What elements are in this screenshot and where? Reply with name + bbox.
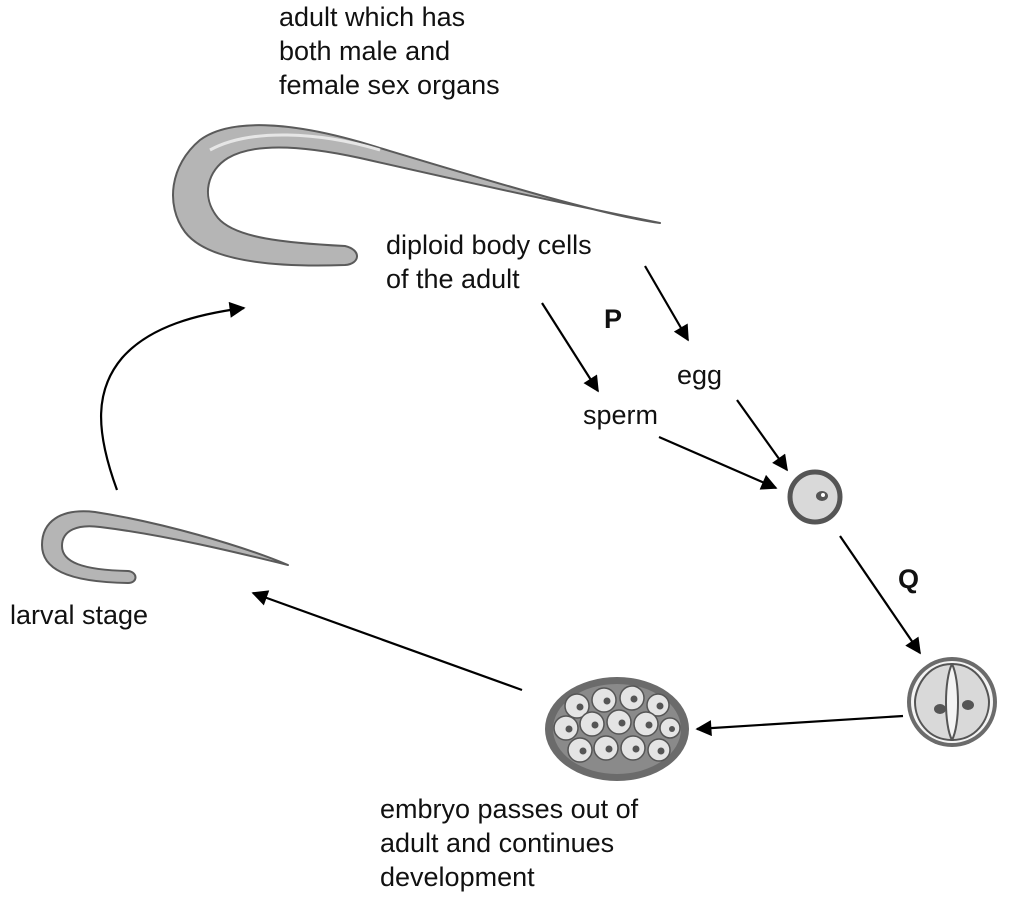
embryo	[545, 677, 689, 781]
arrow-embryo-to-larva	[253, 593, 522, 690]
process-p-label: P	[604, 302, 622, 336]
arrow-two-cell-to-embryo	[697, 716, 903, 729]
sperm-label: sperm	[583, 398, 658, 432]
arrow-adult-to-egg	[645, 266, 688, 340]
diploid-cells-label: diploid body cells of the adult	[386, 228, 592, 296]
larval-worm	[42, 511, 288, 583]
arrow-sperm-to-zygote	[659, 437, 776, 488]
adult-label: adult which has both male and female sex…	[279, 0, 500, 102]
process-q-label: Q	[898, 562, 919, 596]
egg-label: egg	[677, 358, 722, 392]
zygote-cell	[790, 472, 840, 522]
two-cell-stage	[907, 657, 997, 747]
embryo-label: embryo passes out of adult and continues…	[380, 792, 638, 894]
larval-stage-label: larval stage	[10, 598, 148, 632]
arrow-larva-to-adult	[101, 308, 244, 490]
arrow-egg-to-zygote	[737, 400, 787, 470]
arrow-adult-to-sperm	[542, 303, 598, 391]
